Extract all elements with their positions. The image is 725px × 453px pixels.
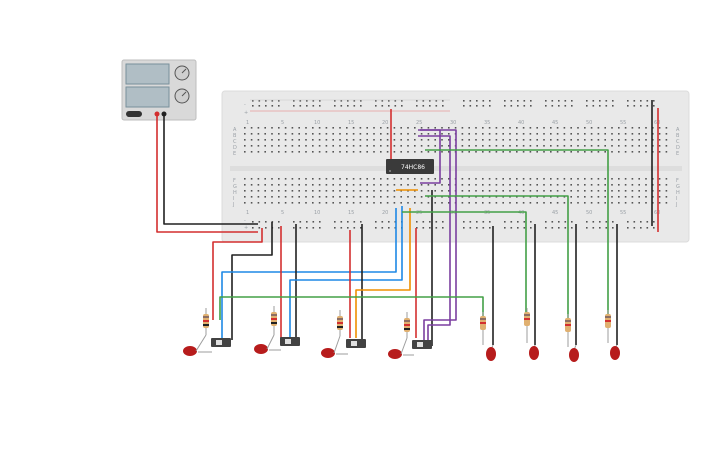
col-label-5-b: 5 (281, 210, 284, 216)
current-display (125, 86, 170, 108)
row-label-i-right: I (676, 196, 677, 202)
wire-sw4-purple (418, 129, 457, 340)
row-label-h-right: H (676, 190, 680, 196)
rail-sign-plus-bottom: + (244, 225, 248, 231)
col-label-15: 15 (348, 120, 354, 126)
col-label-5: 5 (281, 120, 284, 126)
col-label-35: 35 (484, 120, 490, 126)
power-switch[interactable] (126, 111, 142, 117)
wire-out1-green (425, 149, 609, 316)
col-label-55: 55 (620, 120, 626, 126)
wire-psu-positive (156, 114, 258, 233)
voltage-display (125, 63, 170, 85)
col-label-40-b: 40 (518, 210, 524, 216)
rail-sign-plus: + (244, 110, 248, 116)
col-label-35-b: 35 (484, 210, 490, 216)
row-labels-right: A B C D E F G H I J (675, 127, 680, 208)
wire-sw3-orange (355, 208, 411, 338)
switch-2-assembly[interactable] (254, 306, 300, 354)
wires (156, 100, 659, 346)
row-label-e-right: E (676, 151, 679, 157)
output-led-3 (565, 314, 579, 362)
row-label-a: A (233, 127, 237, 133)
col-label-55-b: 55 (620, 210, 626, 216)
row-label-g: G (233, 184, 237, 190)
col-label-45-b: 45 (552, 210, 558, 216)
col-label-1-b: 1 (246, 210, 249, 216)
col-label-30-b: 30 (450, 210, 456, 216)
col-label-30: 30 (450, 120, 456, 126)
row-label-g-right: G (676, 184, 680, 190)
row-label-f: F (233, 178, 236, 184)
wire-sw1-red (212, 228, 263, 320)
chip-74hc86[interactable]: 74HC86 (386, 159, 434, 174)
switch-3-assembly[interactable] (321, 310, 366, 358)
col-label-60: 60 (654, 120, 660, 126)
led-2-input (254, 344, 268, 354)
col-label-45: 45 (552, 120, 558, 126)
col-label-25-b: 25 (416, 210, 422, 216)
row-label-b-right: B (676, 133, 680, 139)
col-label-60-b: 60 (654, 210, 660, 216)
chip-label: 74HC86 (401, 164, 425, 171)
row-label-d-right: D (676, 145, 680, 151)
output-led-1 (480, 312, 496, 361)
power-supply[interactable] (121, 59, 197, 121)
col-label-10-b: 10 (314, 210, 320, 216)
row-label-c-right: C (676, 139, 680, 145)
led-3-input (321, 348, 335, 358)
column-labels-top: 1 5 10 15 20 25 30 35 40 45 50 55 60 (246, 120, 660, 126)
row-label-a-right: A (676, 127, 680, 133)
resistor-3 (337, 310, 343, 336)
row-label-j: J (232, 202, 234, 208)
wire-out2-green (425, 195, 569, 318)
row-label-j-right: J (675, 202, 677, 208)
switch-4-assembly[interactable] (388, 312, 432, 359)
wire-sw1-blue (221, 208, 397, 340)
output-led-4 (605, 310, 620, 360)
col-label-50-b: 50 (586, 210, 592, 216)
row-labels-left: A B C D E F G H I J (232, 127, 237, 208)
rail-sign-minus-bottom: - (244, 218, 246, 224)
wire-out3-green (402, 211, 527, 316)
switch-1-assembly[interactable] (183, 308, 231, 356)
row-label-i: I (233, 196, 234, 202)
col-label-40: 40 (518, 120, 524, 126)
col-label-15-b: 15 (348, 210, 354, 216)
row-label-h: H (233, 190, 237, 196)
wire-psu-negative (163, 114, 258, 225)
row-label-c: C (233, 139, 237, 145)
rail-sign-minus: - (244, 102, 246, 108)
resistor-1 (203, 308, 209, 335)
resistor-2 (271, 306, 277, 335)
column-labels-bottom: 1 5 10 15 20 25 30 35 40 45 50 55 60 (246, 210, 660, 216)
wire-sw2-blue (289, 206, 403, 338)
col-label-25: 25 (416, 120, 422, 126)
row-label-d: D (233, 145, 237, 151)
col-label-1: 1 (246, 120, 249, 126)
row-label-b: B (233, 133, 237, 139)
col-label-10: 10 (314, 120, 320, 126)
col-label-50: 50 (586, 120, 592, 126)
led-4-input (388, 349, 402, 359)
row-label-e: E (233, 151, 236, 157)
led-1-input (183, 346, 197, 356)
row-label-f-right: F (676, 178, 679, 184)
wire-out4-green (219, 296, 484, 320)
col-label-20: 20 (382, 120, 388, 126)
resistor-4 (404, 312, 410, 338)
output-led-2 (524, 308, 539, 360)
wire-chip-purple-top (420, 129, 441, 184)
col-label-20-b: 20 (382, 210, 388, 216)
